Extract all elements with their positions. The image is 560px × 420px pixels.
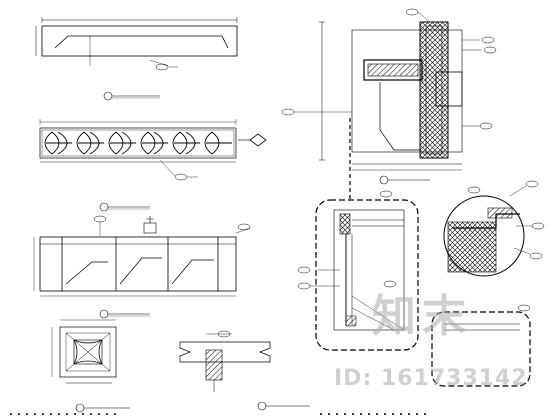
view-title-marker (103, 91, 160, 101)
profile-section-detail (179, 330, 271, 392)
counter-front-elevation (33, 215, 251, 297)
enlarged-detail-callout (297, 190, 419, 351)
counter-section-view (281, 8, 497, 200)
view-title-marker (99, 309, 150, 319)
view-title-marker (75, 403, 130, 413)
ornament-plan (51, 319, 117, 384)
circular-detail (443, 180, 545, 277)
view-title-marker (257, 401, 310, 411)
counter-top-view (35, 17, 238, 71)
view-title-marker (99, 202, 150, 212)
view-title-marker (379, 175, 430, 185)
carved-panel-elevation (39, 119, 267, 181)
lower-detail-callout (383, 280, 531, 387)
